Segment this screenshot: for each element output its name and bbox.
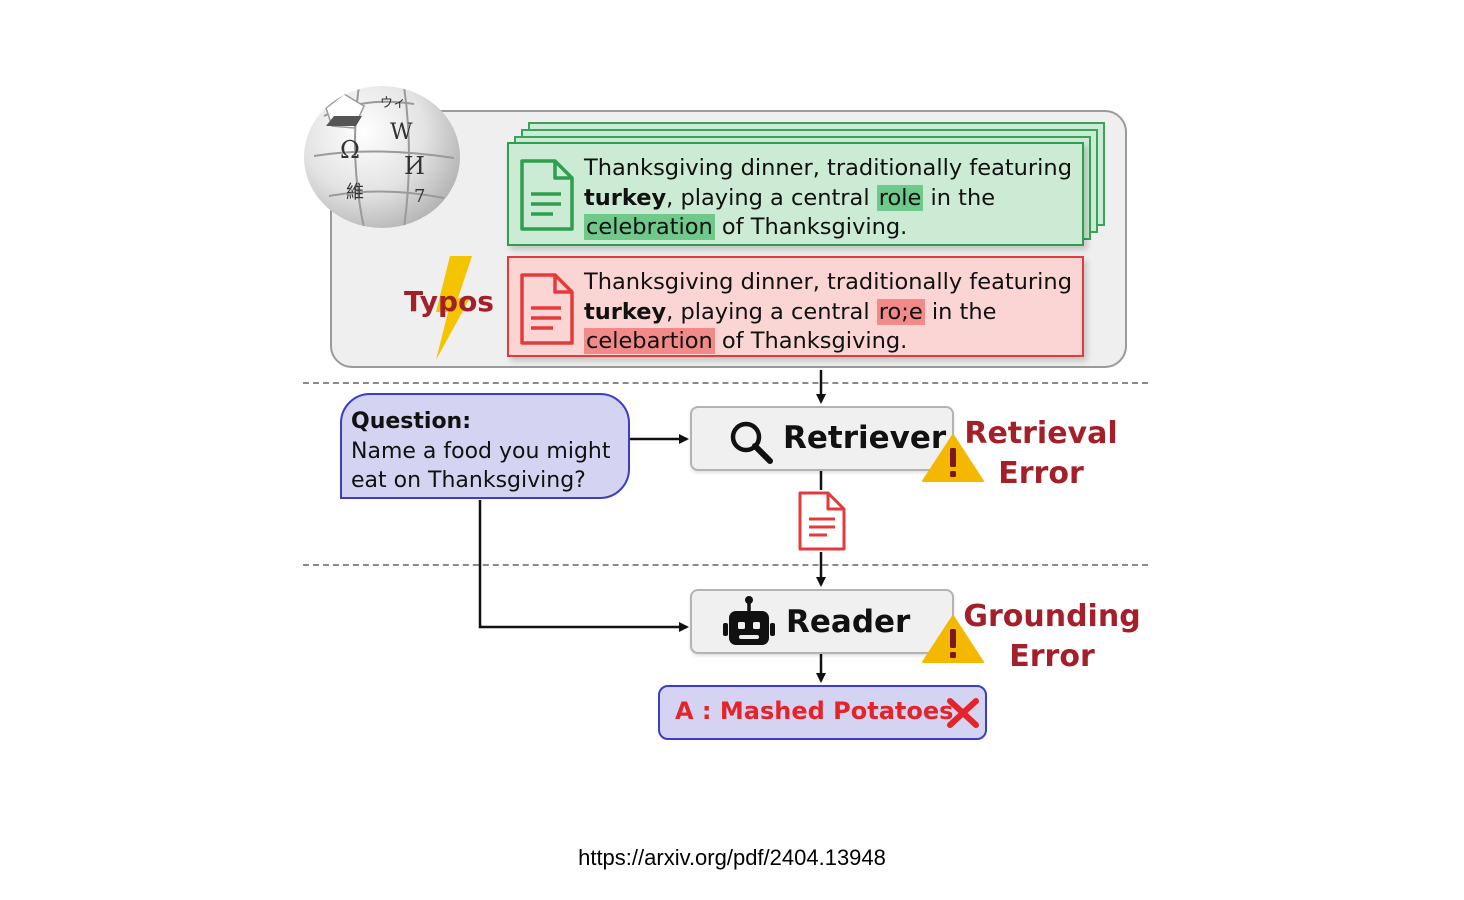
globe-glyph-wi: ウィ (380, 96, 407, 111)
typo-document: Thanksgiving dinner, traditionally featu… (507, 256, 1084, 357)
clean-bold-word: turkey (584, 184, 667, 211)
typos-label: Typos (404, 285, 494, 318)
search-icon (730, 421, 773, 464)
retrieval-error-line-1: Retrieval (964, 416, 1118, 451)
typo-line-3-end: of Thanksgiving. (714, 328, 908, 354)
red-document-icon (520, 273, 574, 345)
separator-bottom (303, 564, 1148, 566)
clean-document-text: Thanksgiving dinner, traditionally featu… (584, 154, 1079, 243)
clean-line-2-mid: , playing a central (666, 184, 877, 211)
retriever-box: Retriever (690, 406, 954, 471)
green-document-icon (520, 159, 574, 231)
globe-glyph-w: W (390, 120, 413, 145)
source-url: https://arxiv.org/pdf/2404.13948 (578, 845, 886, 870)
question-box: Question: Name a food you might eat on T… (340, 393, 630, 499)
retrieval-error-line-2: Error (998, 456, 1084, 491)
clean-highlight-celebration: celebration (584, 214, 715, 240)
typo-line-1: Thanksgiving dinner, traditionally featu… (584, 269, 1072, 295)
globe-glyph-wei: 維 (346, 182, 364, 203)
typo-line-2-end: in the (924, 298, 997, 325)
globe-glyph-seven: 7 (414, 186, 426, 207)
typo-highlight-celebartion: celebartion (584, 328, 715, 354)
reader-box: Reader (690, 589, 954, 654)
wikipedia-globe-icon: Ω W И 維 ウィ 7 (304, 86, 460, 228)
robot-icon (723, 596, 775, 645)
globe-glyph-i: И (404, 152, 425, 180)
globe-glyph-omega: Ω (340, 136, 360, 164)
clean-line-1: Thanksgiving dinner, traditionally featu… (584, 155, 1072, 181)
question-line-2: eat on Thanksgiving? (351, 468, 586, 493)
answer-box: A : Mashed Potatoes (658, 685, 987, 740)
question-line-1: Name a food you might (351, 438, 611, 464)
grounding-error-line-1: Grounding (963, 599, 1141, 634)
retrieval-warning-icon (922, 434, 984, 482)
grounding-error-line-2: Error (1009, 639, 1095, 674)
retrieval-error-label: Retrieval Error (962, 414, 1120, 494)
lightning-bolt-icon (436, 256, 472, 360)
typo-bold-word: turkey (584, 298, 667, 325)
wrong-cross-icon (947, 698, 979, 728)
question-label: Question: (351, 409, 472, 434)
answer-text: A : Mashed Potatoes (675, 697, 954, 725)
retriever-label: Retriever (783, 420, 947, 456)
separator-top (303, 382, 1148, 384)
typo-document-text: Thanksgiving dinner, traditionally featu… (584, 268, 1079, 357)
typo-line-2-mid: , playing a central (666, 298, 877, 325)
retrieved-document-icon (798, 491, 846, 551)
clean-highlight-role: role (876, 184, 924, 211)
clean-document: Thanksgiving dinner, traditionally featu… (507, 142, 1084, 246)
clean-line-2-end: in the (923, 184, 996, 211)
grounding-error-label: Grounding Error (962, 597, 1142, 677)
grounding-warning-icon (922, 615, 984, 663)
typo-highlight-roe: ro;e (876, 298, 925, 325)
reader-label: Reader (786, 604, 911, 640)
clean-line-3-end: of Thanksgiving. (714, 214, 908, 240)
